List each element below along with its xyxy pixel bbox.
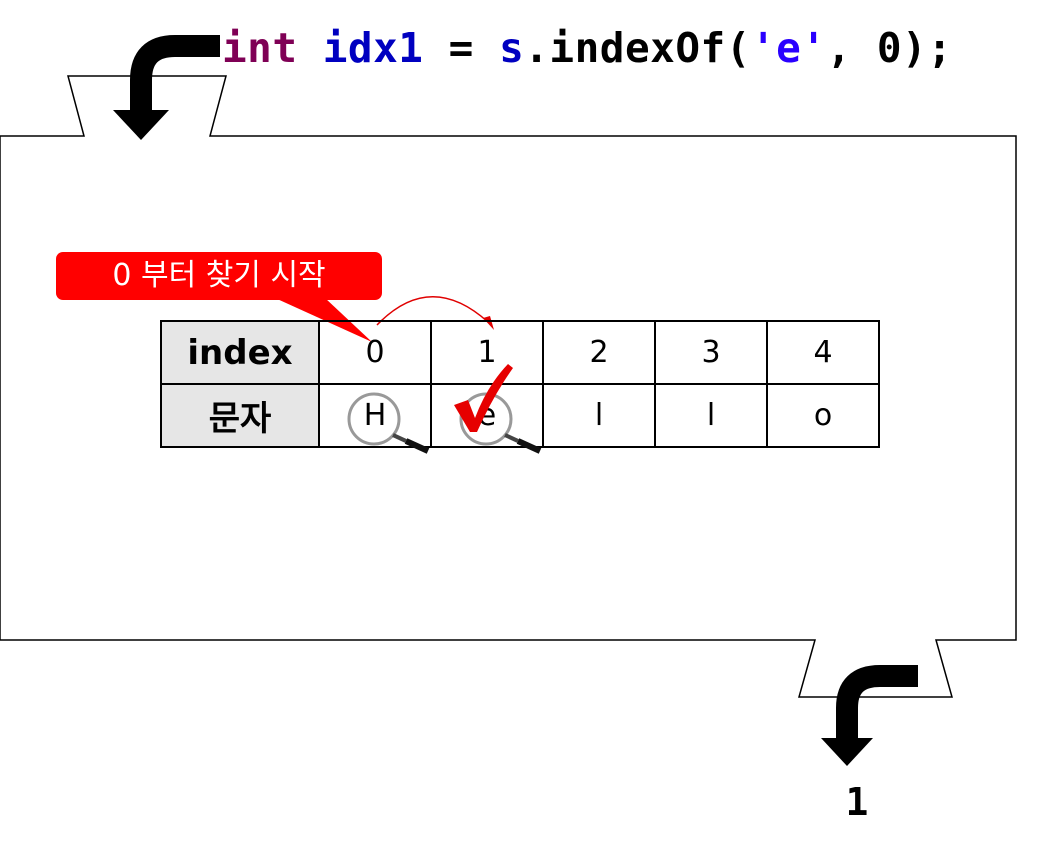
char-header: 문자 [160,383,320,448]
object-name: s [499,24,525,72]
code-line: int idx1 = s.indexOf('e', 0); [222,22,952,74]
index-row: index 0 1 2 3 4 [160,320,880,385]
index-cell: 4 [766,320,880,385]
index-cell: 0 [318,320,432,385]
operator: = [423,24,500,72]
magnifier-icon [459,392,542,454]
char-literal: 'e' [750,24,827,72]
method-call: .indexOf( [524,24,751,72]
index-cell: 1 [430,320,544,385]
index-header: index [160,320,320,385]
index-cell: 3 [654,320,768,385]
char-cell: l [542,383,656,448]
result-value: 1 [845,780,869,824]
index-table: index 0 1 2 3 4 문자 H e l l o [160,320,880,448]
start-callout: 0 부터 찾기 시작 [56,252,382,300]
char-row: 문자 H e l l o [160,383,880,448]
char-cell: o [766,383,880,448]
checkmark-icon [454,364,513,432]
index-cell: 2 [542,320,656,385]
input-arrow-icon [113,35,220,140]
keyword-int: int [222,24,298,72]
output-arrow-icon [821,665,918,766]
char-cell: l [654,383,768,448]
call-rest: , 0); [826,24,953,72]
magnifier-icon [347,392,430,454]
variable-name: idx1 [322,24,424,72]
